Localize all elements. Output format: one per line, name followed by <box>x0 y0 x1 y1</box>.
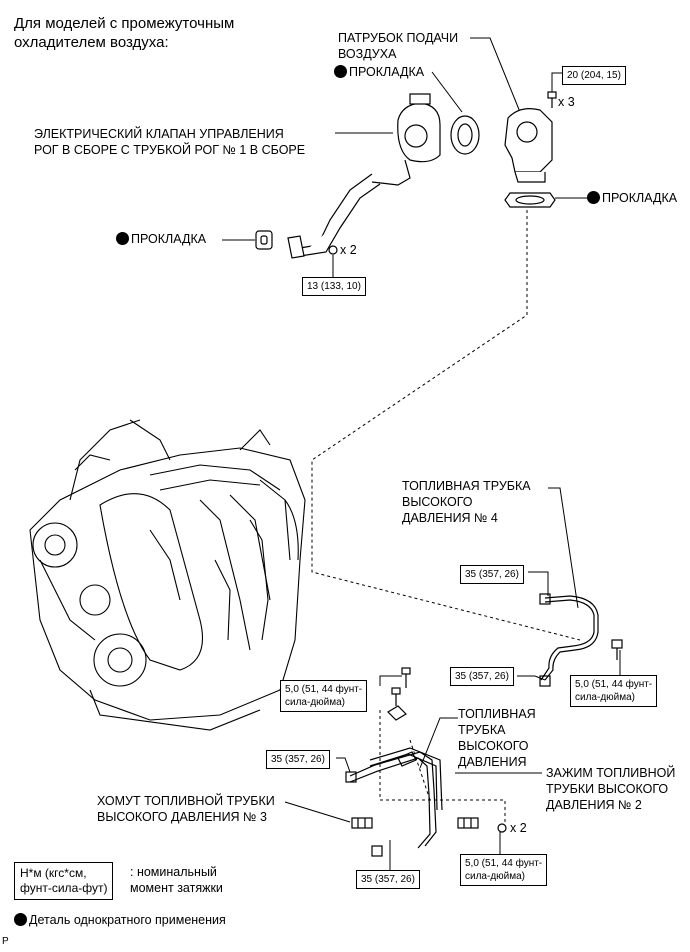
legend-non-reusable: Деталь однократного применения <box>14 912 226 928</box>
label-intake-pipe: ПАТРУБОК ПОДАЧИ ВОЗДУХА <box>338 31 459 61</box>
quantity-3: x 2 <box>510 821 527 835</box>
corner-mark: P <box>2 936 9 947</box>
bolt-x3-part <box>547 91 557 108</box>
non-reusable-dot-icon <box>587 191 600 204</box>
leader-fuel-pipe-4 <box>548 487 579 609</box>
fuel-pipe-4-part <box>539 593 599 687</box>
torque-box-9: 5,0 (51, 44 фунт- сила-дюйма) <box>460 854 548 886</box>
non-reusable-dot-icon <box>334 65 347 78</box>
fuel-pipes-bundle-part <box>345 747 443 857</box>
legend-unit-description: : номинальный момент затяжки <box>130 865 223 895</box>
torque-box-4: 35 (357, 26) <box>450 667 514 686</box>
label-clamp-2: ЗАЖИМ ТОПЛИВНОЙ ТРУБКИ ВЫСОКОГО ДАВЛЕНИЯ… <box>546 766 676 812</box>
leader-fuel-pipe <box>419 717 458 769</box>
torque-box-2: 13 (133, 10) <box>302 277 366 296</box>
leader-clamp-3 <box>284 801 351 823</box>
gasket-top-part <box>450 115 480 155</box>
leader-intake-pipe <box>470 37 521 113</box>
torque-box-8: 35 (357, 26) <box>356 870 420 889</box>
nut-x2-bottom-part <box>497 823 507 833</box>
label-gasket-left: ПРОКЛАДКА <box>116 231 206 247</box>
clamp-3-part <box>351 817 373 829</box>
non-reusable-dot-icon <box>14 913 27 926</box>
leader-torque-5 <box>379 675 402 686</box>
label-fuel-pipe: ТОПЛИВНАЯ ТРУБКА ВЫСОКОГО ДАВЛЕНИЯ <box>458 707 536 769</box>
torque-box-7: 35 (357, 26) <box>266 750 330 769</box>
label-gasket-top-text: ПРОКЛАДКА <box>349 65 425 79</box>
leader-torque-3 <box>528 571 549 596</box>
clamp-2-part <box>457 817 479 829</box>
intake-pipe-part <box>504 108 553 183</box>
torque-box-6: 5,0 (51, 44 фунт- сила-дюйма) <box>570 675 658 707</box>
bolt-right-part <box>611 639 623 660</box>
quantity-2: x 2 <box>340 243 357 257</box>
label-gasket-left-text: ПРОКЛАДКА <box>131 232 207 246</box>
dashed-line-main <box>311 204 581 641</box>
label-clamp-3: ХОМУТ ТОПЛИВНОЙ ТРУБКИ ВЫСОКОГО ДАВЛЕНИЯ… <box>97 794 275 824</box>
dashed-line-aux <box>409 739 431 801</box>
dashed-line-clamp <box>379 710 506 830</box>
leader-torque-7 <box>336 757 351 773</box>
gasket-right-part <box>504 192 556 208</box>
engine-part <box>29 419 306 731</box>
quantity-1: x 3 <box>558 95 575 109</box>
nut-x2-part <box>328 245 338 255</box>
torque-box-3: 35 (357, 26) <box>460 565 524 584</box>
torque-box-5: 5,0 (51, 44 фунт- сила-дюйма) <box>280 680 368 712</box>
legend-non-reusable-text: Деталь однократного применения <box>29 913 226 927</box>
gasket-left-part <box>255 230 273 250</box>
leader-torque-1 <box>551 72 562 93</box>
label-egr-valve: ЭЛЕКТРИЧЕСКИЙ КЛАПАН УПРАВЛЕНИЯ РОГ В СБ… <box>34 127 306 157</box>
egr-valve-part <box>287 93 441 259</box>
bolt-left-part <box>387 667 411 721</box>
leader-gasket-top <box>431 71 463 113</box>
legend-unit-box: Н*м (кгс*см, фунт-сила-фут) <box>14 862 114 900</box>
page-heading: Для моделей с промежуточным охладителем … <box>14 15 235 51</box>
label-fuel-pipe-4: ТОПЛИВНАЯ ТРУБКА ВЫСОКОГО ДАВЛЕНИЯ № 4 <box>402 479 531 525</box>
torque-box-1: 20 (204, 15) <box>562 66 626 85</box>
non-reusable-dot-icon <box>116 232 129 245</box>
label-gasket-right-text: ПРОКЛАДКА <box>602 191 678 205</box>
label-gasket-right: ПРОКЛАДКА <box>587 190 677 206</box>
label-gasket-top: ПРОКЛАДКА <box>334 64 424 80</box>
